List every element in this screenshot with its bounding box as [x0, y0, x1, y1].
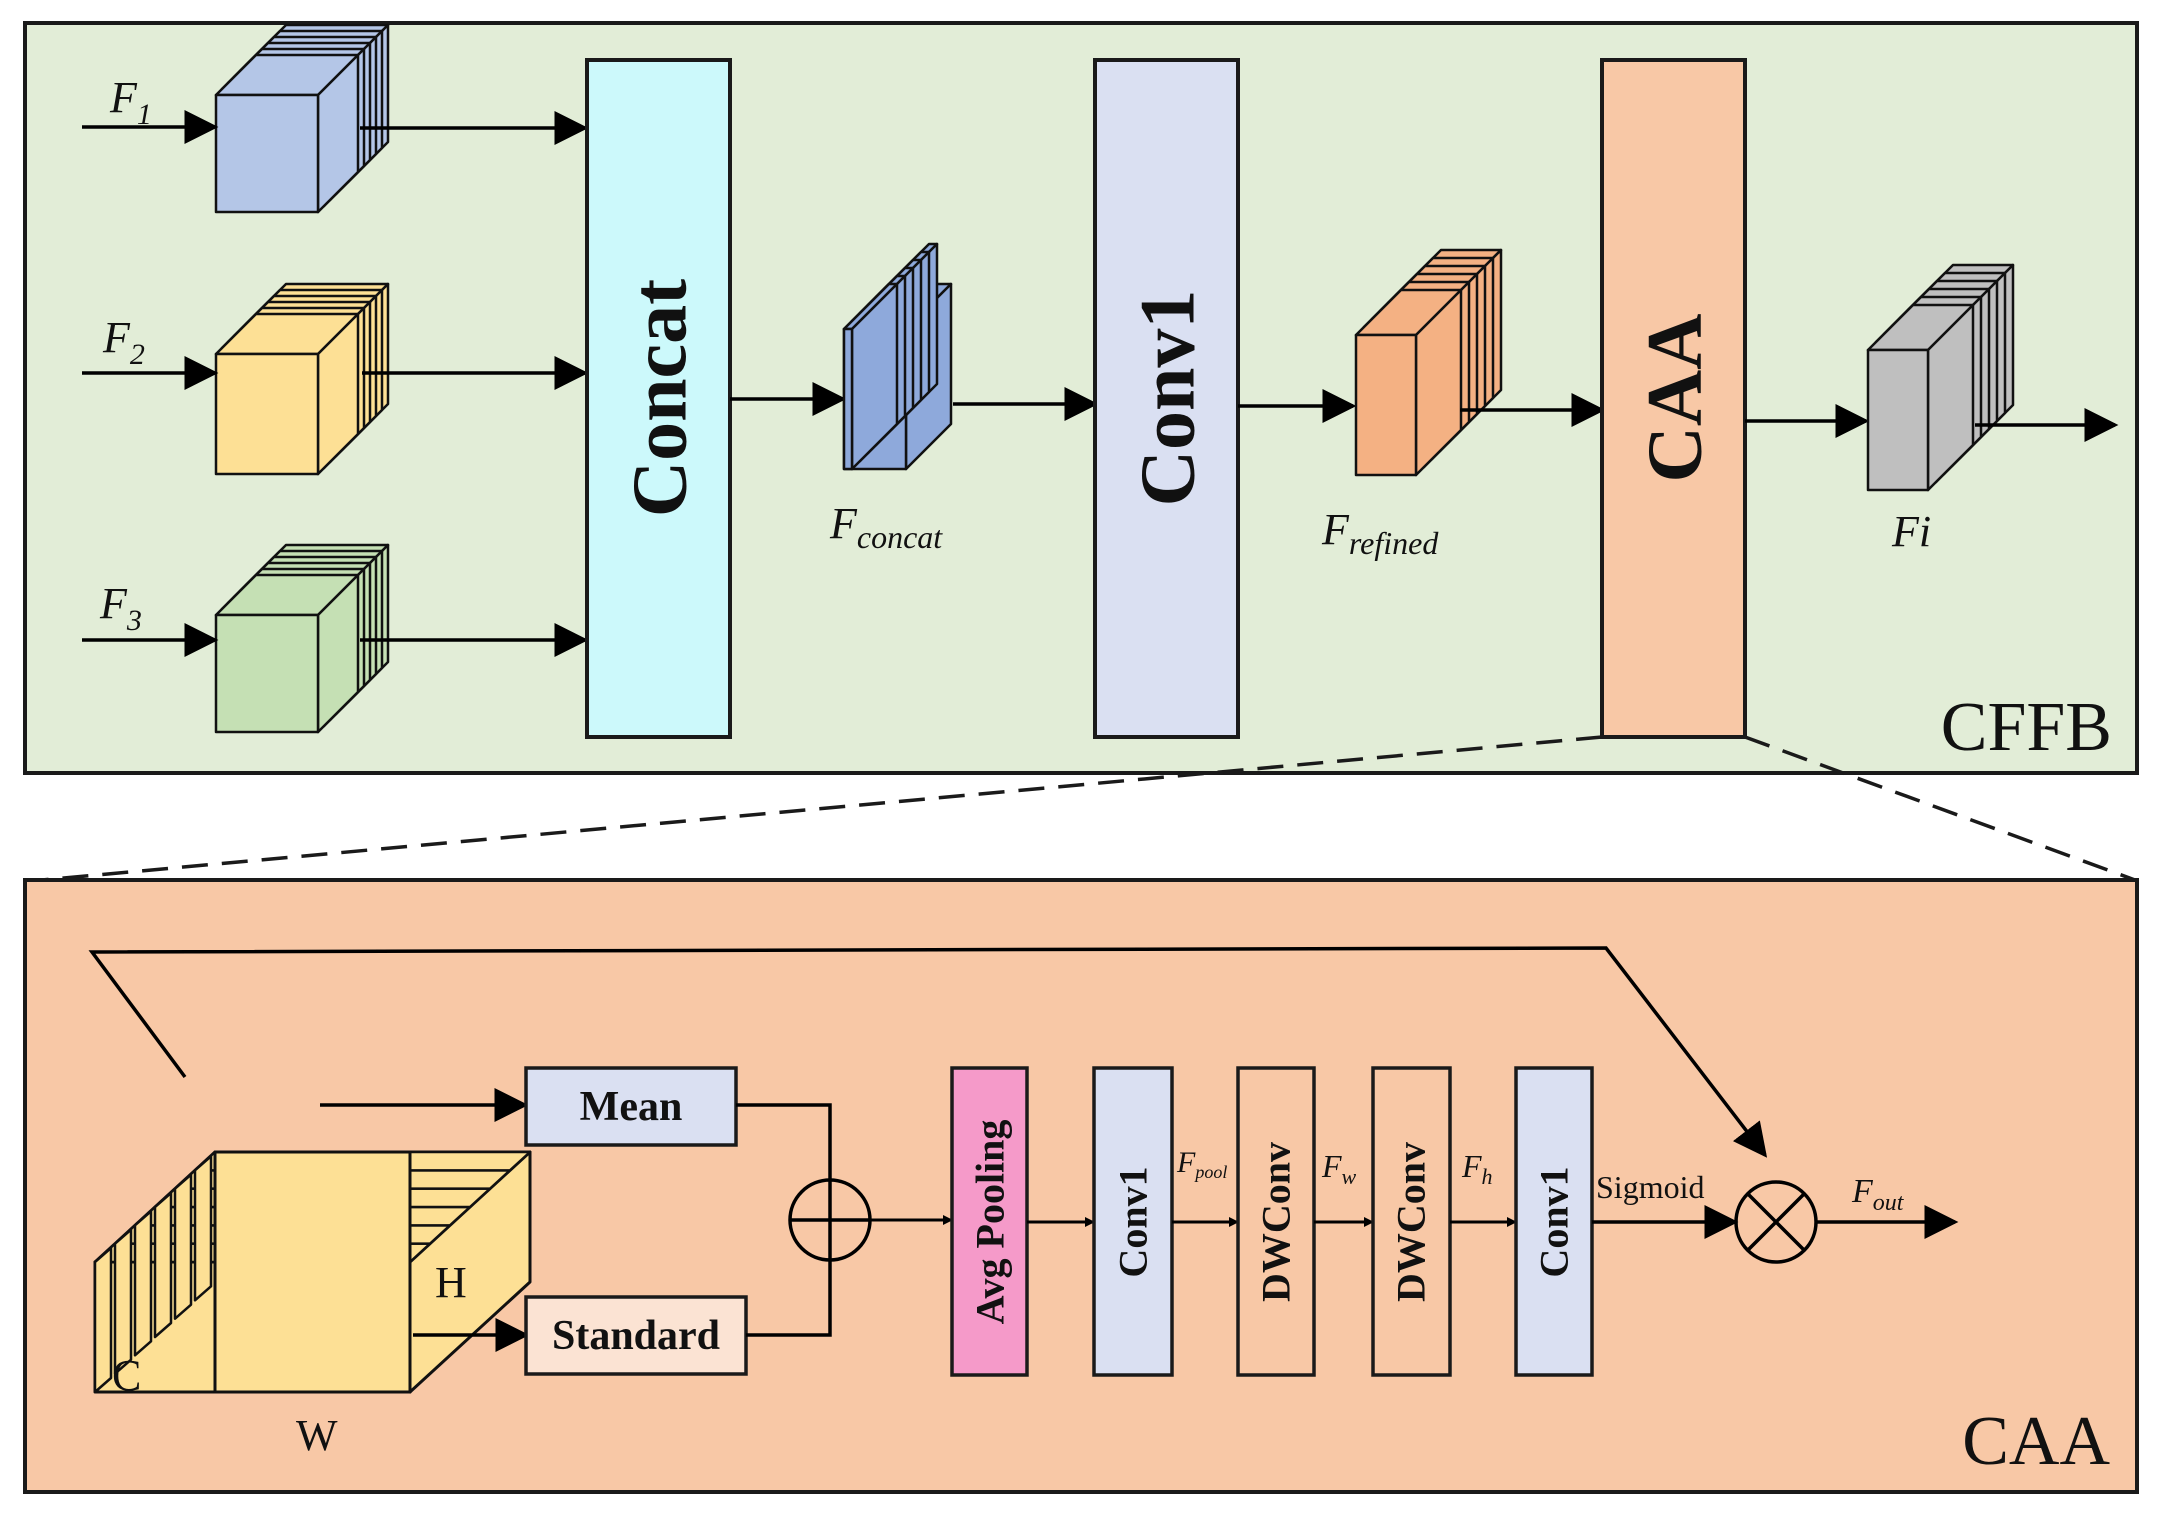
- mean-to-add-line: [736, 1103, 832, 1180]
- f-pool-label: Fpool: [1176, 1146, 1227, 1182]
- add-operator: [788, 1178, 872, 1262]
- mean-label: Mean: [580, 1084, 683, 1130]
- caa-block-label: CAA: [1631, 314, 1718, 483]
- dim-w-label: W: [296, 1411, 338, 1460]
- feature-cube-f1: [214, 23, 390, 214]
- input-feature-cube: [93, 1150, 532, 1394]
- conv1-label: Conv1: [1124, 290, 1211, 507]
- conv1a-label: Conv1: [1111, 1166, 1156, 1277]
- feature-cube-refined: [1354, 248, 1503, 477]
- f-h-label: Fh: [1461, 1148, 1493, 1189]
- standard-label: Standard: [552, 1313, 720, 1359]
- dim-c-label: C: [112, 1351, 141, 1400]
- f-out-label: Fout: [1851, 1173, 1905, 1216]
- f-w-label: Fw: [1321, 1148, 1357, 1189]
- cffb-label: CFFB: [1941, 689, 2112, 766]
- zoom-line-left: [41, 735, 1603, 882]
- input-label-f1: F1: [109, 73, 152, 131]
- avg-pooling-block: [950, 1066, 1029, 1377]
- input-label-f2: F2: [102, 313, 145, 371]
- conv1-block: [1093, 58, 1240, 739]
- feature-cube-concat: [842, 242, 953, 471]
- dwconv2-label: DWConv: [1389, 1142, 1434, 1302]
- feature-cube-fi: [1866, 263, 2015, 492]
- dwconv1-label: DWConv: [1254, 1142, 1299, 1302]
- zoom-line-right: [1744, 735, 2136, 882]
- avg-pooling-label: Avg Pooling: [968, 1120, 1013, 1325]
- conv1b-label: Conv1: [1532, 1166, 1577, 1277]
- sigmoid-label: Sigmoid: [1596, 1169, 1704, 1205]
- conv1b-block: [1514, 1066, 1594, 1377]
- standard-to-add-line: [746, 1260, 832, 1337]
- f-concat-label: Fconcat: [829, 499, 943, 555]
- input-label-f3: F3: [99, 579, 142, 637]
- caa-panel-label: CAA: [1962, 1403, 2110, 1480]
- fi-label: Fi: [1891, 507, 1931, 556]
- skip-connection: [88, 946, 1768, 1158]
- feature-cube-f2: [214, 282, 390, 476]
- concat-label: Concat: [616, 279, 703, 517]
- f-refined-label: Frefined: [1321, 505, 1439, 561]
- standard-block: [524, 1295, 748, 1376]
- dwconv1-block: [1236, 1066, 1316, 1377]
- feature-cube-f3: [214, 543, 390, 734]
- concat-block: [585, 58, 732, 739]
- caa-block: [1600, 58, 1747, 739]
- conv1a-block: [1092, 1066, 1174, 1377]
- dim-h-label: H: [435, 1258, 467, 1307]
